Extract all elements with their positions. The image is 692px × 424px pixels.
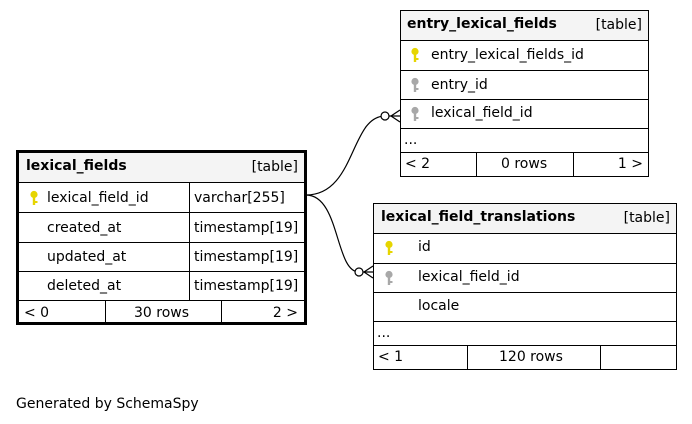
children-link[interactable]: 1 > <box>617 156 643 172</box>
generated-by-caption: Generated by SchemaSpy <box>16 396 199 412</box>
ellipsis-row: ... <box>401 128 648 152</box>
primary-key-icon <box>411 47 419 62</box>
footer-divider <box>476 153 477 176</box>
footer-divider <box>105 301 106 325</box>
table-entry-lexical-fields[interactable]: entry_lexical_fields [table] entry_lexic… <box>400 10 649 177</box>
column-type: timestamp[19] <box>194 249 299 265</box>
table-footer: < 0 30 rows 2 > <box>19 300 304 325</box>
table-kind: [table] <box>595 17 642 33</box>
relation-zero-marker <box>380 111 390 121</box>
table-name: lexical_field_translations <box>381 209 576 225</box>
column-type: timestamp[19] <box>194 220 299 236</box>
foreign-key-icon <box>411 77 419 92</box>
relation-many-marker <box>362 265 374 279</box>
column-name: entry_id <box>431 77 488 93</box>
relation-entry-lexical-fields <box>305 115 400 196</box>
footer-divider <box>573 153 574 176</box>
parents-link[interactable]: < 0 <box>24 305 50 321</box>
table-name: lexical_fields <box>26 158 127 174</box>
column-name: lexical_field_id <box>47 190 149 206</box>
parents-link[interactable]: < 2 <box>405 156 431 172</box>
column-row[interactable]: created_at timestamp[19] <box>19 212 304 242</box>
column-name: updated_at <box>47 249 127 265</box>
table-footer: < 2 0 rows 1 > <box>401 152 648 176</box>
column-divider <box>189 243 190 271</box>
row-count: 0 rows <box>501 156 548 172</box>
column-name: deleted_at <box>47 278 122 294</box>
table-footer: < 1 120 rows <box>374 345 676 369</box>
table-name: entry_lexical_fields <box>407 16 557 32</box>
column-row[interactable]: deleted_at timestamp[19] <box>19 271 304 300</box>
table-header: lexical_fields [table] <box>19 153 304 182</box>
column-type: varchar[255] <box>194 190 285 206</box>
table-lexical-fields[interactable]: lexical_fields [table] lexical_field_id … <box>16 150 307 325</box>
column-divider <box>189 272 190 300</box>
column-row[interactable]: entry_id <box>401 70 648 99</box>
table-lexical-field-translations[interactable]: lexical_field_translations [table] id le… <box>373 203 677 370</box>
column-row[interactable]: entry_lexical_fields_id <box>401 40 648 70</box>
column-divider <box>189 213 190 242</box>
footer-divider <box>467 346 468 369</box>
relation-many-marker <box>389 109 401 123</box>
table-kind: [table] <box>623 210 670 226</box>
column-divider <box>189 183 190 212</box>
foreign-key-icon <box>385 270 393 285</box>
relation-zero-marker <box>354 267 364 277</box>
ellipsis: ... <box>404 132 418 148</box>
column-name: lexical_field_id <box>418 269 520 285</box>
parents-link[interactable]: < 1 <box>378 349 404 365</box>
relation-lexical-field-translations <box>305 194 373 273</box>
column-name: lexical_field_id <box>431 105 533 121</box>
foreign-key-icon <box>411 106 419 121</box>
ellipsis-row: ... <box>374 321 676 345</box>
row-count: 120 rows <box>499 349 563 365</box>
table-header: lexical_field_translations [table] <box>374 204 676 233</box>
column-name: entry_lexical_fields_id <box>431 47 584 63</box>
row-count: 30 rows <box>134 305 190 321</box>
primary-key-icon <box>30 190 38 205</box>
table-header: entry_lexical_fields [table] <box>401 11 648 40</box>
column-row[interactable]: lexical_field_id <box>401 99 648 128</box>
footer-divider <box>221 301 222 325</box>
column-row[interactable]: lexical_field_id <box>374 263 676 292</box>
column-row[interactable]: locale <box>374 292 676 321</box>
column-row[interactable]: lexical_field_id varchar[255] <box>19 182 304 212</box>
children-link[interactable]: 2 > <box>272 305 298 321</box>
column-name: id <box>418 239 431 255</box>
column-row[interactable]: updated_at timestamp[19] <box>19 242 304 271</box>
column-name: created_at <box>47 220 122 236</box>
column-row[interactable]: id <box>374 233 676 263</box>
column-type: timestamp[19] <box>194 278 299 294</box>
table-kind: [table] <box>251 159 298 175</box>
column-name: locale <box>418 298 460 314</box>
footer-divider <box>600 346 601 369</box>
ellipsis: ... <box>377 325 391 341</box>
primary-key-icon <box>385 240 393 255</box>
